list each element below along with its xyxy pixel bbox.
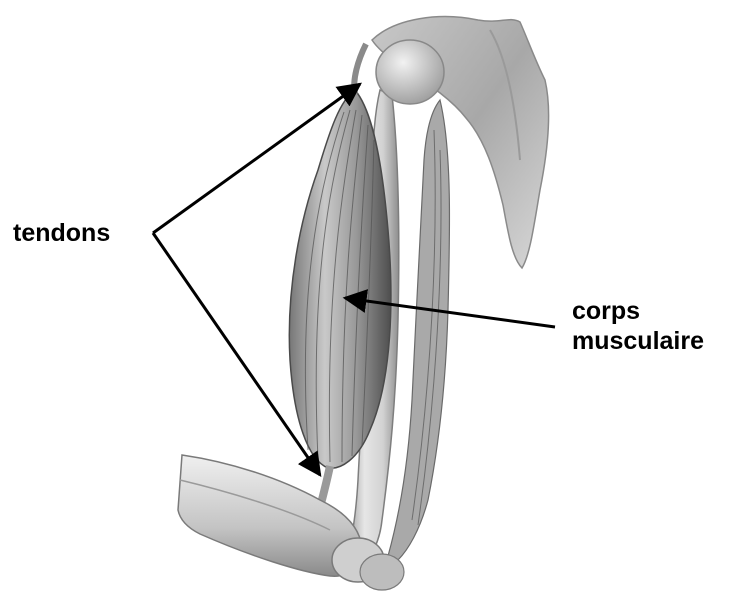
humerus-head [376, 40, 444, 104]
muscle-body-label-line1: corps [572, 296, 704, 326]
muscle-body-label: corps musculaire [572, 296, 704, 356]
muscle-body-label-line2: musculaire [572, 326, 704, 356]
tendons-label: tendons [13, 218, 110, 248]
